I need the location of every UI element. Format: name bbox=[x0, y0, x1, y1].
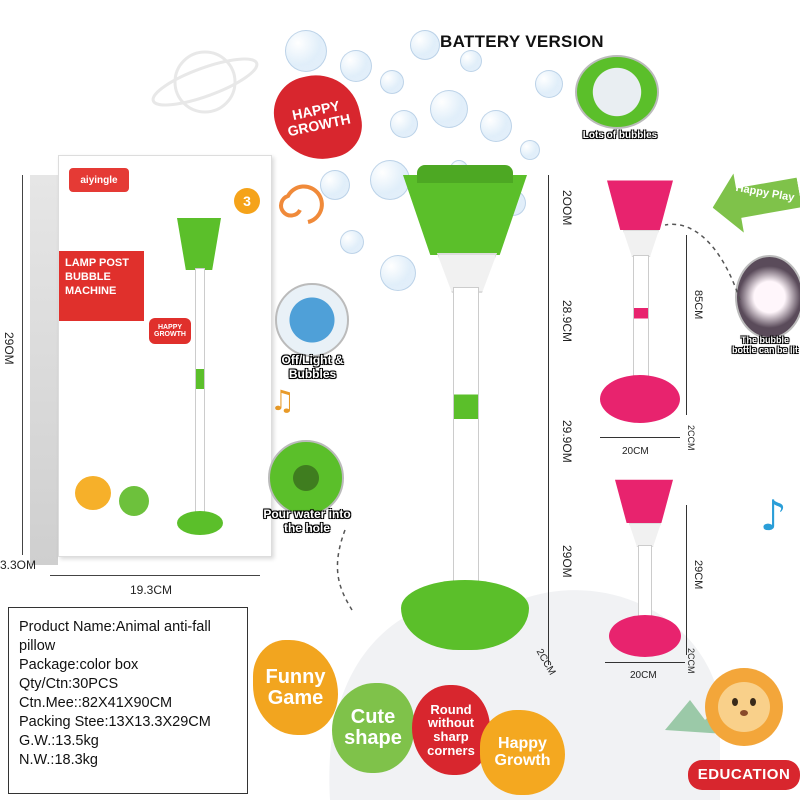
feature-happy-growth: Happy Growth bbox=[480, 710, 565, 795]
box-badge: 3 bbox=[234, 188, 260, 214]
dim-pink-tall-depth: 2CCM bbox=[686, 425, 696, 451]
pink-tall-head bbox=[607, 180, 673, 230]
light-callout-label: The bubble bottle can be lit bbox=[731, 335, 798, 355]
feature-label: Round without sharp corners bbox=[427, 701, 475, 758]
dim-pink-short-depth: 2CCM bbox=[686, 648, 696, 674]
lion-eye bbox=[750, 698, 756, 706]
dim-pink-short-height: 29CM bbox=[692, 560, 704, 590]
pink-tall-base bbox=[600, 375, 680, 423]
box-side bbox=[30, 175, 58, 565]
info-package: Package:color box bbox=[19, 657, 139, 673]
main-lamp-head bbox=[403, 175, 527, 255]
box-front: aiyingle 3 LAMP POST BUBBLE MACHINE HAPP… bbox=[58, 155, 272, 557]
info-ctn-meas: Ctn.Mee::82X41X90CM bbox=[19, 695, 173, 711]
feature-cute-shape: Cute shape bbox=[332, 683, 414, 773]
pink-short-lamp bbox=[605, 475, 685, 660]
box-lamp-head bbox=[177, 218, 221, 270]
dim-large-seg3: 29OM bbox=[560, 545, 574, 578]
pink-short-width-line bbox=[605, 662, 685, 663]
main-lamp-pole bbox=[453, 287, 479, 594]
page-title: BATTERY VERSION bbox=[440, 32, 604, 51]
lion-nose bbox=[740, 710, 748, 716]
box-depth-label: 3.3OM bbox=[0, 558, 37, 572]
lion-face bbox=[718, 682, 770, 732]
box-lamp-base bbox=[177, 511, 223, 535]
happy-growth-text: HAPPY GROWTH bbox=[286, 97, 352, 139]
box-title: LAMP POST BUBBLE MACHINE bbox=[59, 251, 144, 321]
main-lamp-cap bbox=[417, 165, 513, 183]
dim-large-seg1: 28.9CM bbox=[560, 300, 574, 343]
info-nw: N.W.:18.3kg bbox=[19, 752, 98, 768]
dim-pink-tall-width: 20CM bbox=[622, 446, 649, 457]
info-packing-size: Packing Stee:13X13.3X29CM bbox=[19, 714, 211, 730]
box-width-label: 19.3CM bbox=[130, 583, 173, 597]
music-note-icon: ♪ bbox=[760, 491, 787, 540]
info-product-name: Product Name:Animal anti-fall pillow bbox=[19, 619, 211, 654]
product-box: aiyingle 3 LAMP POST BUBBLE MACHINE HAPP… bbox=[30, 155, 272, 565]
lion-mascot bbox=[705, 668, 783, 748]
music-note-icon: ♫ bbox=[270, 384, 295, 417]
pink-tall-height-line bbox=[686, 235, 687, 415]
box-feature-blob bbox=[75, 476, 111, 510]
pink-tall-width-line bbox=[600, 437, 680, 438]
box-tag: HAPPY GROWTH bbox=[149, 318, 191, 344]
box-brand: aiyingle bbox=[69, 168, 129, 192]
bubbles-cluster bbox=[280, 10, 580, 291]
feature-funny-game: Funny Game bbox=[253, 640, 338, 735]
pink-short-head bbox=[615, 479, 673, 523]
pink-short-base bbox=[609, 615, 681, 657]
lion-eye bbox=[732, 698, 738, 706]
pink-short-height-line bbox=[686, 505, 687, 655]
light-callout bbox=[735, 255, 800, 339]
feature-label: Happy Growth bbox=[494, 734, 551, 769]
feature-label: Funny Game bbox=[265, 665, 326, 709]
pink-short-pole bbox=[638, 545, 652, 622]
box-lamp-pole bbox=[195, 268, 205, 520]
feature-round-corners: Round without sharp corners bbox=[412, 685, 490, 775]
planet-doodle bbox=[151, 50, 259, 114]
dim-pink-short-width: 20CM bbox=[630, 670, 657, 681]
info-gw: G.W.:13.5kg bbox=[19, 733, 99, 749]
dim-large-total: 2OOM bbox=[560, 190, 574, 226]
pink-tall-glass bbox=[623, 230, 659, 257]
box-height-label: 29OM bbox=[2, 332, 16, 365]
bubbles-callout-label: Lots of bubbles bbox=[582, 130, 658, 141]
feature-label: Cute shape bbox=[344, 706, 402, 749]
switch-callout bbox=[275, 283, 349, 357]
water-hole-callout bbox=[268, 440, 344, 516]
switch-callout-label: Off/Light & Bubbles bbox=[281, 353, 344, 381]
box-feature-blob bbox=[119, 486, 149, 516]
box-width-line bbox=[50, 575, 260, 576]
info-qty: Qty/Ctn:30PCS bbox=[19, 676, 119, 692]
dim-large-seg2: 29.9OM bbox=[560, 420, 574, 463]
water-hole-callout-label: Pour water into the hole bbox=[263, 507, 351, 535]
pink-tall-lamp bbox=[595, 175, 685, 440]
product-info-box: Product Name:Animal anti-fall pillow Pac… bbox=[8, 607, 248, 794]
box-height-line bbox=[22, 175, 23, 555]
pink-tall-pole bbox=[633, 255, 649, 387]
swirl-doodle bbox=[279, 184, 324, 224]
dim-pink-tall-height: 85CM bbox=[692, 290, 704, 320]
education-badge: EDUCATION bbox=[688, 760, 800, 790]
pink-short-glass bbox=[629, 523, 661, 547]
main-height-line bbox=[548, 175, 549, 665]
main-lamp-base bbox=[401, 580, 529, 650]
main-lamp bbox=[395, 165, 535, 665]
bubbles-callout bbox=[575, 55, 659, 129]
